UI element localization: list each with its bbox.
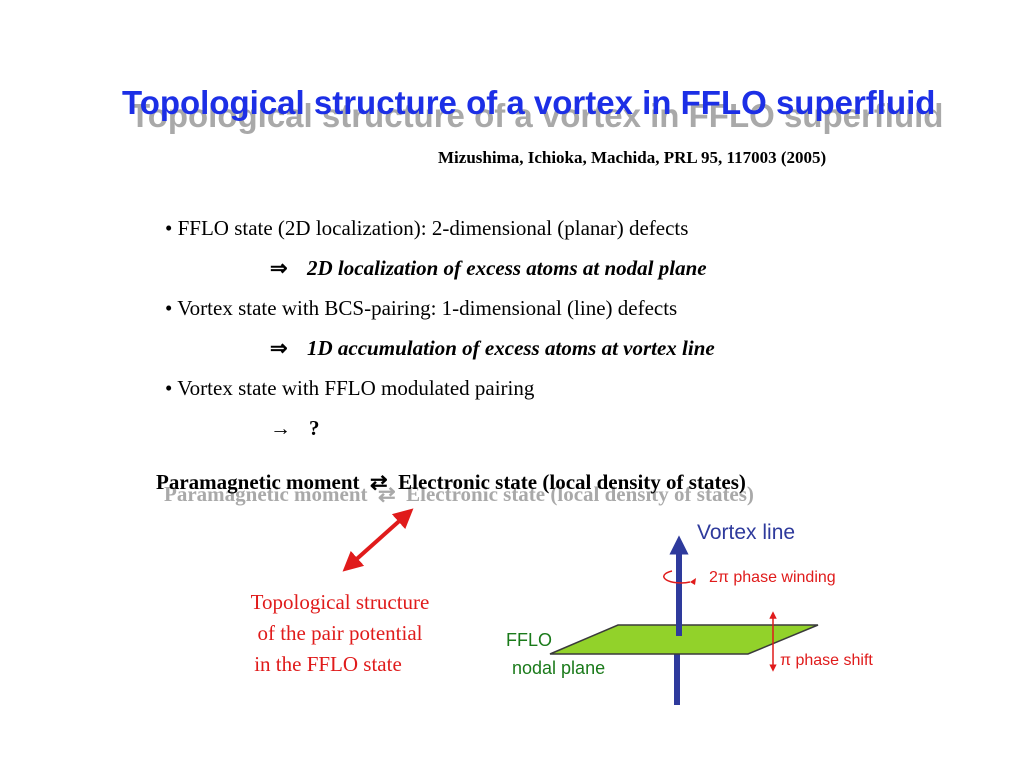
relation-left: Paramagnetic moment [156, 470, 360, 494]
topological-structure-label: Topological structure of the pair potent… [222, 587, 458, 680]
phase-winding-icon [663, 570, 691, 584]
consequence-vortex-bcs: 1D accumulation of excess atoms at vorte… [307, 336, 715, 360]
phase-shift-label: π phase shift [780, 652, 873, 669]
relation-shadow: Paramagnetic moment ⇄ Electronic state (… [164, 482, 754, 506]
relation-area: Paramagnetic moment ⇄ Electronic state (… [0, 470, 1024, 510]
bullet-vortex-bcs: • Vortex state with BCS-pairing: 1-dimen… [165, 296, 678, 320]
title-area: Topological structure of a vortex in FFL… [0, 84, 1024, 134]
relation-symbol: ⇄ [370, 470, 388, 494]
citation: Mizushima, Ichioka, Machida, PRL 95, 117… [438, 148, 827, 167]
bullet-vortex-fflo: • Vortex state with FFLO modulated pairi… [165, 376, 535, 400]
vortex-line-label: Vortex line [697, 521, 796, 544]
nodal-plane [549, 624, 819, 655]
bullet-fflo-state: • FFLO state (2D localization): 2-dimens… [165, 216, 689, 240]
implies-arrow-2: ⇒ [270, 336, 288, 360]
relation-text: Paramagnetic moment ⇄ Electronic state (… [156, 470, 746, 495]
fflo-label: FFLO [506, 630, 553, 650]
nodal-plane-label: nodal plane [512, 658, 606, 678]
implies-arrow-1: ⇒ [270, 256, 288, 280]
page-title: Topological structure of a vortex in FFL… [122, 84, 936, 121]
right-arrow: → [270, 416, 291, 440]
consequence-fflo: 2D localization of excess atoms at nodal… [307, 256, 707, 280]
double-arrow-icon [342, 508, 414, 572]
topo-line-3: in the FFLO state [254, 652, 402, 676]
topo-line-2: of the pair potential [257, 621, 423, 645]
relation-right: Electronic state (local density of state… [398, 470, 746, 494]
topo-line-1: Topological structure [250, 590, 430, 614]
title-shadow: Topological structure of a vortex in FFL… [130, 97, 944, 134]
question-mark: ? [309, 416, 320, 440]
phase-winding-label: 2π phase winding [709, 569, 836, 586]
